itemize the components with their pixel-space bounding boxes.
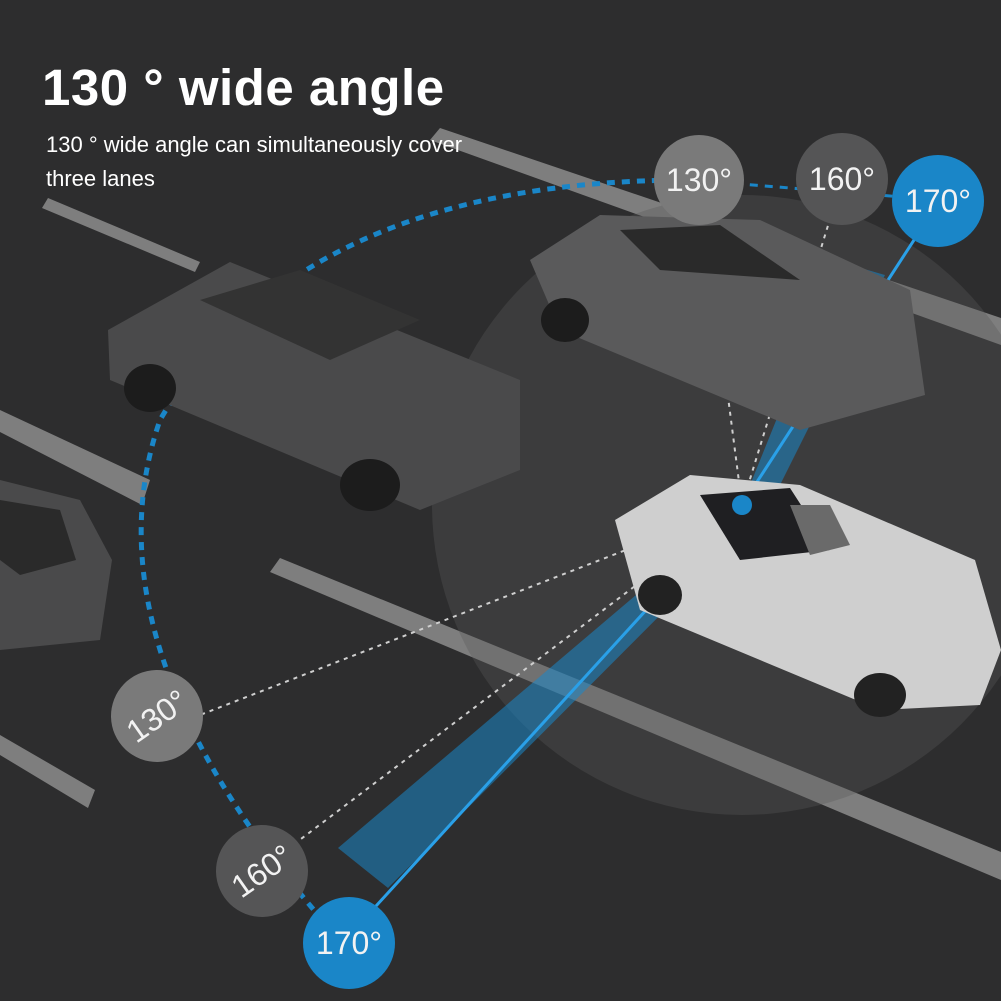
marker-label: 130° (119, 681, 195, 750)
page-subtitle: 130 ° wide angle can simultaneously cove… (46, 132, 463, 191)
marker-label: 160° (224, 836, 300, 905)
pickup-truck (108, 262, 520, 511)
camera-point (732, 495, 752, 515)
range-arc (138, 177, 691, 942)
marker-label: 160° (808, 160, 876, 197)
marker-top-170: 170° (892, 155, 984, 247)
marker-label: 130° (665, 161, 733, 198)
marker-label: 170° (315, 924, 383, 961)
marker-label: 170° (904, 182, 972, 219)
marker-top-160: 160° (796, 133, 888, 225)
car-left-edge (0, 480, 112, 650)
marker-top-130: 130° (654, 135, 744, 225)
marker-bottom-170: 170° (303, 897, 395, 989)
sedan-top-right (530, 215, 925, 430)
page-title: 130 ° wide angle (42, 59, 445, 116)
